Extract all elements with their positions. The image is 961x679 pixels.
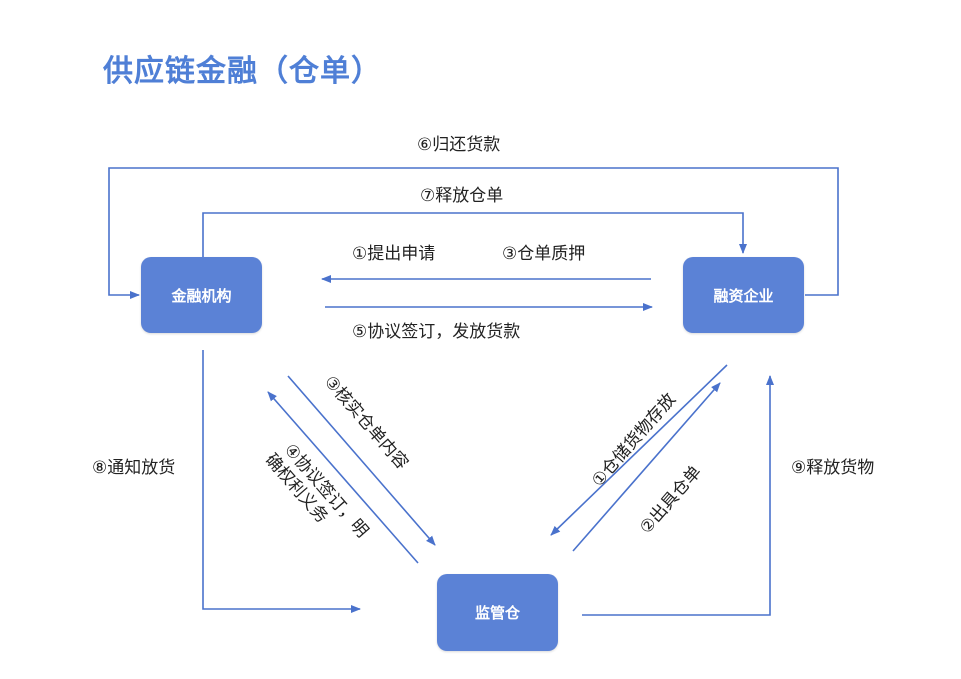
arrow-issue (572, 382, 721, 552)
label-repay: ⑥归还货款 (417, 135, 501, 155)
label-notify: ⑧通知放货 (92, 458, 176, 478)
arrow-agreement (267, 391, 419, 564)
arrow-repay (108, 167, 839, 299)
label-sign-loan: ⑤协议签订，发放货款 (352, 322, 521, 342)
label-release-receipt: ⑦释放仓单 (420, 186, 504, 206)
page-title: 供应链金融（仓单） (103, 54, 382, 89)
arrow-verify (287, 375, 436, 546)
label-pledge: ③仓单质押 (502, 244, 586, 264)
label-release-goods: ⑨释放货物 (791, 458, 875, 478)
arrow-release-goods (582, 375, 774, 616)
arrow-release-receipt (202, 212, 747, 257)
node-warehouse: 监管仓 (437, 574, 558, 651)
arrow-notify (202, 350, 361, 613)
arrow-store (550, 364, 728, 536)
node-borrower: 融资企业 (683, 257, 804, 333)
label-apply: ①提出申请 (352, 244, 436, 264)
node-bank: 金融机构 (141, 257, 262, 333)
